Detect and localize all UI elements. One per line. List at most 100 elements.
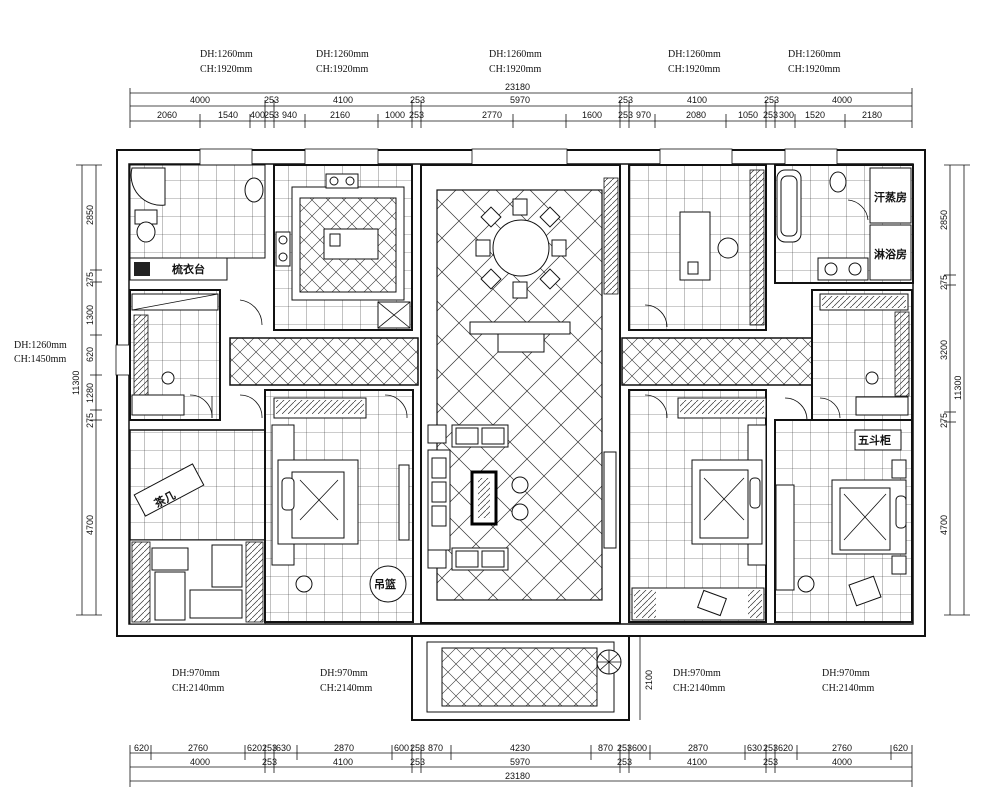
top-dim: 2770 — [482, 110, 502, 120]
bottom-dim: 253 — [410, 757, 425, 767]
door-dh-3: DH:970mm — [673, 668, 721, 679]
right-dim: 275 — [939, 413, 949, 428]
left-window-ch: CH:1450mm — [14, 354, 66, 365]
top-dim: 2180 — [862, 110, 882, 120]
bottom-total-dim: 23180 — [505, 771, 530, 781]
study-right — [628, 164, 767, 331]
bottom-dim: 253 — [763, 743, 778, 753]
right-dim: 275 — [939, 275, 949, 290]
sauna-label: 汗蒸房 — [874, 190, 907, 204]
left-dim: 620 — [85, 347, 95, 362]
balcony: 2100 — [411, 635, 654, 721]
top-dimensions: 23180 4000 253 4100 253 5970 253 4100 25… — [129, 82, 913, 128]
bottom-dim: 600 — [632, 743, 647, 753]
window-dh-2: DH:1260mm — [316, 49, 369, 60]
right-total-dim: 11300 — [953, 376, 963, 400]
door-dh-1: DH:970mm — [172, 668, 220, 679]
bottom-dim: 253 — [262, 743, 277, 753]
left-dim: 1300 — [85, 305, 95, 325]
bottom-dim: 4230 — [510, 743, 530, 753]
top-dim: 2080 — [686, 110, 706, 120]
bedroom-left: 吊篮 — [239, 389, 414, 623]
bottom-dim: 4100 — [333, 757, 353, 767]
top-dim: 4100 — [333, 95, 353, 105]
bottom-dim: 2760 — [188, 743, 208, 753]
top-total-dim: 23180 — [505, 82, 530, 92]
top-dim: 253 — [410, 95, 425, 105]
top-dim: 1600 — [582, 110, 602, 120]
top-window-labels: DH:1260mm CH:1920mm DH:1260mm CH:1920mm … — [200, 49, 841, 75]
living-room — [420, 164, 621, 624]
bottom-dim: 253 — [262, 757, 277, 767]
left-window-dh: DH:1260mm — [14, 340, 67, 351]
closet-right — [811, 289, 913, 421]
bottom-dim: 620 — [893, 743, 908, 753]
bottom-dim: 253 — [617, 743, 632, 753]
bedroom-right-middle — [628, 389, 767, 623]
window-dh-4: DH:1260mm — [668, 49, 721, 60]
top-dim: 253 — [264, 95, 279, 105]
bottom-dim: 870 — [428, 743, 443, 753]
bottom-dim: 600 — [394, 743, 409, 753]
balcony-dim: 2100 — [644, 670, 654, 690]
top-dim: 4000 — [832, 95, 852, 105]
bottom-dim: 870 — [598, 743, 613, 753]
left-dim: 2850 — [85, 205, 95, 225]
top-dim: 940 — [282, 110, 297, 120]
top-dim: 2160 — [330, 110, 350, 120]
top-dim: 4000 — [190, 95, 210, 105]
bottom-dim: 4000 — [832, 757, 852, 767]
left-dimensions: 11300 2850 275 1300 620 1280 275 4700 — [71, 164, 102, 616]
top-dim: 253 — [618, 95, 633, 105]
window-dh-1: DH:1260mm — [200, 49, 253, 60]
corridor-right — [621, 337, 813, 386]
bottom-dim: 2870 — [334, 743, 354, 753]
bottom-dim: 5970 — [510, 757, 530, 767]
door-dh-2: DH:970mm — [320, 668, 368, 679]
bottom-dim: 4100 — [687, 757, 707, 767]
left-total-dim: 11300 — [71, 371, 81, 395]
bottom-dim: 620 — [778, 743, 793, 753]
right-dim: 4700 — [939, 515, 949, 535]
corridor-left — [229, 337, 419, 386]
bedroom-right: 五斗柜 — [774, 397, 913, 623]
top-dim: 5970 — [510, 95, 530, 105]
bottom-dim: 620 — [134, 743, 149, 753]
bathroom-left: 梳衣台 — [129, 164, 266, 281]
window-ch-1: CH:1920mm — [200, 64, 252, 75]
top-dim: 2060 — [157, 110, 177, 120]
closet-left — [129, 289, 221, 421]
top-dim: 400 — [250, 110, 265, 120]
bottom-dim: 620 — [247, 743, 262, 753]
left-dim: 275 — [85, 272, 95, 287]
bottom-dim: 253 — [763, 757, 778, 767]
top-dim: 970 — [636, 110, 651, 120]
top-dim: 1050 — [738, 110, 758, 120]
left-dim: 275 — [85, 413, 95, 428]
window-ch-3: CH:1920mm — [489, 64, 541, 75]
shower-label: 淋浴房 — [874, 247, 907, 261]
top-dim: 4100 — [687, 95, 707, 105]
top-dim: 1540 — [218, 110, 238, 120]
bottom-dim: 2760 — [832, 743, 852, 753]
door-ch-4: CH:2140mm — [822, 683, 874, 694]
bottom-dim: 630 — [276, 743, 291, 753]
door-dh-4: DH:970mm — [822, 668, 870, 679]
door-ch-1: CH:2140mm — [172, 683, 224, 694]
top-dim: 253 — [409, 110, 424, 120]
left-dim: 4700 — [85, 515, 95, 535]
window-ch-4: CH:1920mm — [668, 64, 720, 75]
bottom-door-labels: DH:970mm CH:2140mm DH:970mm CH:2140mm DH… — [172, 668, 874, 694]
hanging-basket-label: 吊篮 — [374, 577, 396, 591]
right-dim: 2850 — [939, 210, 949, 230]
bathroom-right: 汗蒸房 淋浴房 — [774, 164, 914, 284]
door-ch-3: CH:2140mm — [673, 683, 725, 694]
top-dim: 253 — [618, 110, 633, 120]
bottom-dim: 630 — [747, 743, 762, 753]
lounge-left: 茶几 — [129, 429, 266, 625]
top-dim: 300 — [779, 110, 794, 120]
bottom-dimensions: 620 2760 620 253 630 2870 600 253 870 42… — [129, 743, 913, 787]
top-dim: 253 — [264, 110, 279, 120]
chest-label: 五斗柜 — [858, 433, 891, 447]
